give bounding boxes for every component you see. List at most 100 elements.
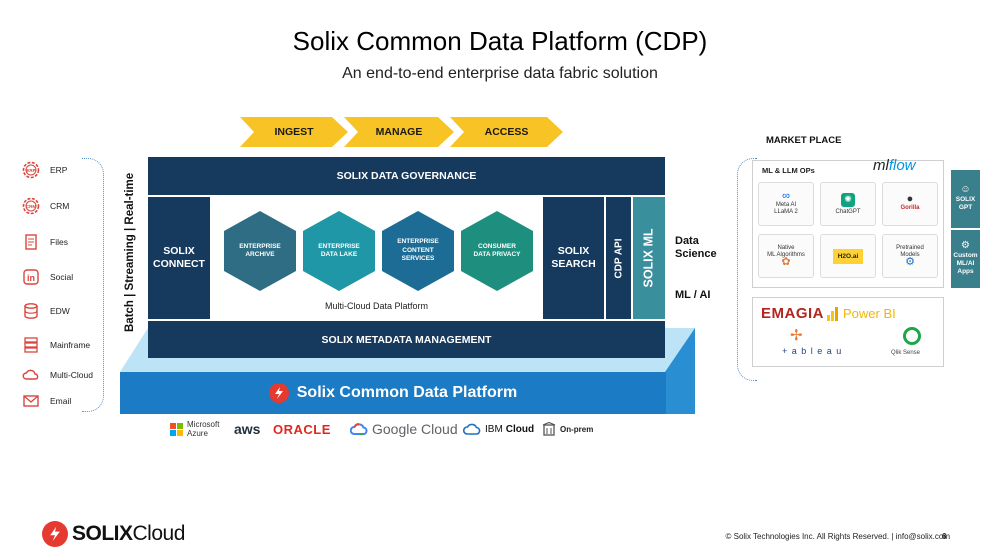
svg-text:CRM: CRM: [26, 204, 36, 209]
cloud-ibm: IBM Cloud: [463, 420, 534, 438]
multicloud-label: Multi-Cloud Data Platform: [324, 301, 429, 311]
platform-name: Solix Common Data Platform: [296, 384, 518, 401]
hex-line: DATA LAKE: [320, 251, 358, 258]
solix-ml-label: SOLIX ML: [642, 228, 656, 288]
governance-band: SOLIX DATA GOVERNANCE: [148, 157, 665, 195]
erp-gear-icon: ERP: [20, 159, 42, 181]
mlflow-prefix: ml: [873, 157, 889, 174]
mlflow-logo: mlflow: [873, 157, 916, 174]
source-label: Email: [50, 396, 72, 406]
slide-title: Solix Common Data Platform (CDP): [292, 26, 708, 56]
svg-text:in: in: [27, 273, 35, 283]
card-gorilla: ● Gorilla: [882, 182, 938, 226]
solix-gpt-tile: ☺ SOLIX GPT: [951, 170, 980, 228]
chevron-manage: MANAGE: [344, 117, 454, 147]
building-icon: [542, 422, 556, 436]
ibm-cloud-icon: [463, 422, 481, 436]
card-line: Native: [777, 244, 795, 251]
sources-bracket: [82, 158, 104, 412]
cloud-azure: Microsoft Azure: [170, 420, 219, 438]
card-chatgpt: ✺ ChatGPT: [820, 182, 876, 226]
ds-line2: Science: [675, 248, 717, 260]
gears-icon: ⚙: [905, 255, 915, 268]
cdp-api-tile: CDP API: [606, 197, 631, 319]
source-label: CRM: [50, 201, 70, 211]
side-line: GPT: [958, 204, 973, 211]
solix-lightning-icon: [42, 521, 68, 547]
solix-ml-tile: SOLIX ML: [633, 197, 665, 319]
tableau-logo: + a b l e a u: [782, 346, 843, 356]
server-icon: [20, 334, 42, 356]
source-edw: EDW: [20, 298, 70, 324]
ml-ai-label: ML / AI: [675, 289, 711, 301]
qlik-icon: [903, 327, 921, 345]
powerbi-logo: Power BI: [827, 306, 896, 321]
logo-part1: SOLIX: [72, 522, 133, 545]
card-line: Gorilla: [900, 205, 920, 211]
gear-head-icon: ⚙: [961, 240, 970, 251]
card-meta-llama: ∞ Meta AI LLaMA 2: [758, 182, 814, 226]
metadata-band: SOLIX METADATA MANAGEMENT: [148, 321, 665, 358]
ingest-modes-label: Batch | Streaming | Real-time: [124, 172, 136, 332]
cloud-icon: [20, 364, 42, 386]
side-line: Custom: [953, 252, 978, 259]
source-label: ERP: [50, 165, 68, 175]
source-label: Social: [50, 272, 74, 282]
card-pretrained: Pretrained Models ⚙: [882, 234, 938, 278]
robot-icon: ☺: [960, 184, 971, 195]
logo-part2: Cloud: [132, 522, 186, 545]
copyright-text: © Solix Technologies Inc. All Rights Res…: [725, 532, 951, 541]
source-multicloud: Multi-Cloud: [20, 362, 93, 388]
card-line: ML Algorithms: [767, 251, 805, 258]
source-erp: ERP ERP: [20, 157, 67, 183]
microsoft-logo-icon: [170, 422, 183, 436]
qlik-logo: Qlik Sense: [891, 350, 921, 356]
custom-ml-apps-tile: ⚙ Custom ML/AI Apps: [951, 230, 980, 288]
emagia-logo: EMAGIA: [761, 305, 824, 322]
chevron-ingest: INGEST: [240, 117, 348, 147]
hex-line: DATA PRIVACY: [473, 251, 521, 258]
hex-line: ARCHIVE: [245, 251, 275, 258]
side-line: Apps: [957, 268, 974, 275]
card-line: LLaMA 2: [774, 208, 798, 215]
search-line1: SOLIX: [557, 245, 590, 257]
card-line: Meta AI: [775, 201, 797, 208]
ds-line1: Data: [675, 235, 699, 247]
database-icon: [20, 300, 42, 322]
card-line: ChatGPT: [835, 208, 861, 215]
cloud-aws: aws: [234, 421, 261, 437]
search-line2: SEARCH: [551, 258, 596, 270]
page-number: 6: [942, 532, 947, 541]
side-line: SOLIX: [955, 196, 976, 203]
cloud-name: Azure: [187, 429, 208, 438]
card-line: Pretrained: [896, 244, 924, 251]
tableau-icon: ✢: [790, 327, 803, 344]
side-line: ML/AI: [956, 260, 975, 267]
svg-text:ERP: ERP: [26, 168, 35, 173]
meta-icon: ∞: [782, 189, 790, 202]
source-label: Files: [50, 237, 68, 247]
cloud-oracle: ORACLE: [273, 421, 331, 437]
platform-base-front: Solix Common Data Platform: [120, 372, 666, 414]
connect-line1: SOLIX: [163, 245, 195, 257]
brain-icon: ✿: [781, 255, 791, 268]
cloud-google: Google Cloud: [350, 420, 458, 438]
card-line: H2O.ai: [832, 248, 864, 264]
email-icon: [20, 390, 42, 412]
marketplace-title: MARKET PLACE: [766, 135, 842, 146]
crm-gear-icon: CRM: [20, 195, 42, 217]
hex-line: ENTERPRISE: [397, 238, 439, 246]
ml-ops-label: ML & LLM OPs: [762, 166, 815, 175]
data-science-label: Data Science: [675, 235, 717, 261]
source-crm: CRM CRM: [20, 193, 69, 219]
card-h2o: H2O.ai: [820, 234, 876, 278]
cloud-name: IBM: [485, 423, 503, 435]
card-line: Models: [900, 251, 920, 258]
source-label: Multi-Cloud: [50, 370, 93, 380]
hex-line: CONTENT: [402, 246, 434, 254]
powerbi-text: Power BI: [843, 306, 896, 321]
mlflow-suffix: flow: [888, 157, 916, 174]
hex-line: CONSUMER: [478, 242, 516, 250]
